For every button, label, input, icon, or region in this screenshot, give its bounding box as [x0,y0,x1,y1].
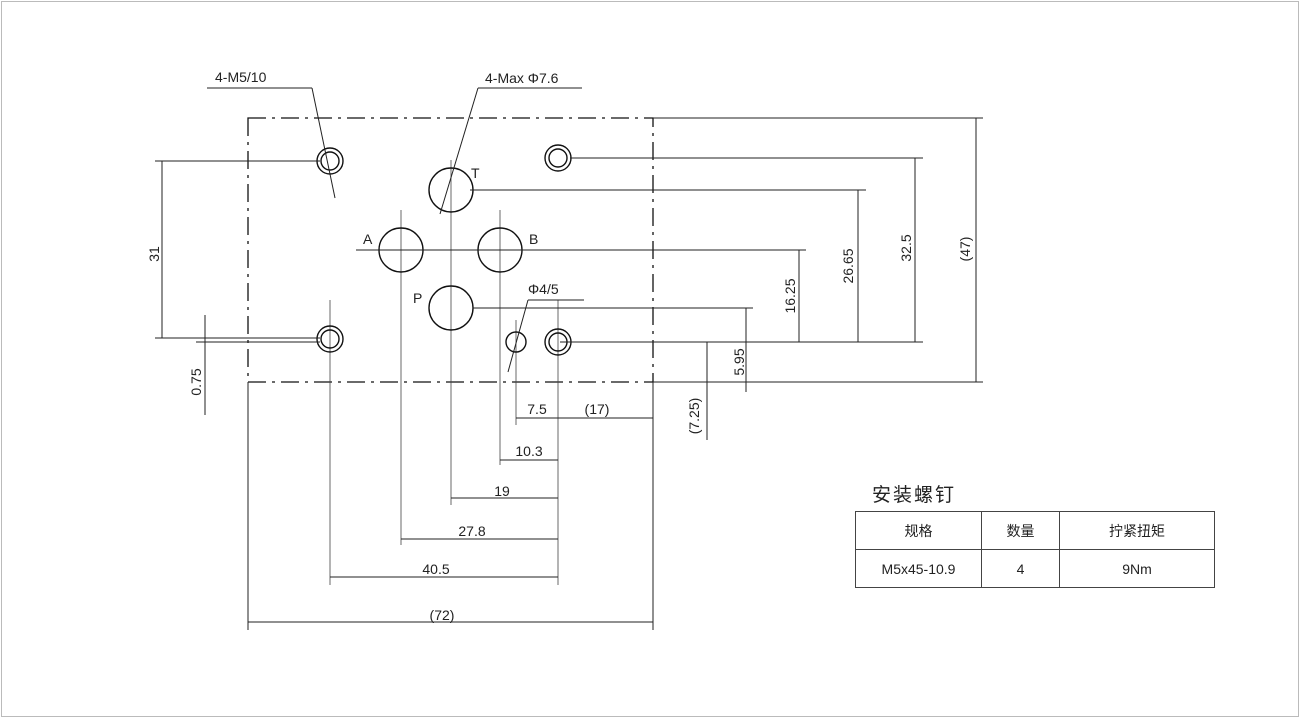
port-t-label: T [471,165,480,181]
dim-47-label: (47) [957,237,973,262]
dim-10-3: 10.3 [500,443,558,461]
dim-26-65: 26.65 [840,190,859,342]
screw-table: 规格 数量 拧紧扭矩 M5x45-10.9 4 9Nm [855,511,1215,588]
cell-qty: 4 [981,549,1060,588]
dim-32-5: 32.5 [898,158,916,342]
port-holes [378,167,523,331]
dim-32-5-label: 32.5 [898,234,914,261]
dim-40-5-label: 40.5 [422,561,449,577]
callout-port-diameter-label: 4-Max Φ7.6 [485,70,559,86]
mount-hole-bl [316,325,344,353]
callout-thread: 4-M5/10 [207,69,336,199]
header-qty: 数量 [981,511,1060,550]
port-p-label: P [413,290,422,306]
header-spec: 规格 [855,511,982,550]
callout-pin-label: Φ4/5 [528,281,559,297]
callout-thread-label: 4-M5/10 [215,69,267,85]
dim-7-5: 7.5 [516,401,558,419]
dim-7-5-label: 7.5 [527,401,547,417]
dim-47: (47) [957,118,977,382]
cell-torque: 9Nm [1059,549,1215,588]
extension-lines [155,117,983,630]
dim-16-25-label: 16.25 [782,278,798,313]
dim-27-8-label: 27.8 [458,523,485,539]
dim-7-25: (7.25) [686,342,708,440]
dim-16-25: 16.25 [782,250,800,342]
dim-17-label: (17) [585,401,610,417]
dim-0-75-label: 0.75 [188,368,204,395]
callout-pin: Φ4/5 [507,281,584,373]
dim-0-75: 0.75 [188,315,206,415]
dim-26-65-label: 26.65 [840,248,856,283]
dim-27-8: 27.8 [401,523,558,540]
dim-5-95: 5.95 [731,308,747,392]
dim-31-label: 31 [146,246,162,262]
screw-table-row: M5x45-10.9 4 9Nm [855,549,1215,588]
dim-5-95-label: 5.95 [731,348,747,375]
dim-19-label: 19 [494,483,510,499]
dim-17: (17) [558,401,653,419]
header-torque: 拧紧扭矩 [1059,511,1215,550]
screw-table-title: 安装螺钉 [872,485,957,506]
cell-spec: M5x45-10.9 [855,549,982,588]
port-a-label: A [363,231,373,247]
locating-pin-hole [505,331,527,353]
dim-40-5: 40.5 [330,561,558,578]
dim-19: 19 [451,483,558,499]
port-b-label: B [529,231,538,247]
dim-10-3-label: 10.3 [515,443,542,459]
dim-31: 31 [146,161,163,338]
center-lines [329,160,559,585]
dim-7-25-label: (7.25) [686,398,702,435]
dim-72: (72) [248,607,653,623]
dim-72-label: (72) [430,607,455,623]
screw-table-header-row: 规格 数量 拧紧扭矩 [855,511,1215,550]
callout-port-diameter: 4-Max Φ7.6 [439,70,582,215]
